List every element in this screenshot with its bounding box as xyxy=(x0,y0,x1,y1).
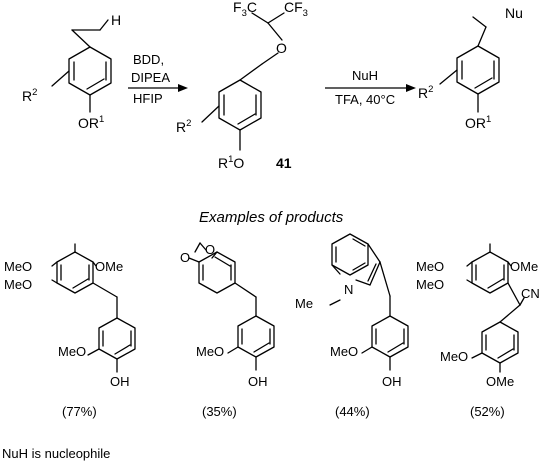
example-4-label-3: MeO xyxy=(416,277,444,292)
or1-label: OR1 xyxy=(78,114,104,131)
example-3-label-1: N xyxy=(344,282,353,297)
example-2-label-2: O xyxy=(205,242,215,257)
product: Nu R2 OR1 xyxy=(418,5,523,131)
example-4-label-4: CN xyxy=(521,286,540,301)
intermediate-bonds xyxy=(201,12,285,151)
example-4-yield: (52%) xyxy=(470,404,505,419)
r2-label: R2 xyxy=(22,87,37,104)
example-2-bonds xyxy=(188,242,275,371)
nu-label: Nu xyxy=(505,5,523,21)
reagent-hfip: HFIP xyxy=(133,91,163,106)
compound-number: 41 xyxy=(276,155,292,171)
example-1-yield: (77%) xyxy=(62,404,97,419)
example-4-label-5: MeO xyxy=(440,349,468,364)
example-2-label-4: OH xyxy=(248,374,268,389)
example-4-bonds xyxy=(466,243,525,373)
product-r2-label: R2 xyxy=(418,84,433,101)
example-1-label-3: MeO xyxy=(4,277,32,292)
footnote: NuH is nucleophile xyxy=(2,446,110,461)
example-3-bonds xyxy=(329,233,409,371)
example-4: MeO OMe MeO CN MeO OMe (52%) xyxy=(416,243,540,419)
intermediate-r2-label: R2 xyxy=(176,118,191,135)
example-4-label-6: OMe xyxy=(486,374,514,389)
f3c-label: F3C xyxy=(233,0,257,19)
example-3-label-2: Me xyxy=(295,296,313,311)
example-3-label-3: MeO xyxy=(330,344,358,359)
hydrogen-label: H xyxy=(111,12,121,28)
reaction-arrow-1 xyxy=(128,84,188,92)
example-1-bonds xyxy=(51,243,136,373)
example-3-yield: (44%) xyxy=(335,404,370,419)
reagent-nuh: NuH xyxy=(352,68,378,83)
example-2-label-3: MeO xyxy=(196,344,224,359)
intermediate-41: F3C CF3 O R2 R1O 41 xyxy=(176,0,308,171)
example-1-label-1: MeO xyxy=(4,259,32,274)
example-4-label-2: OMe xyxy=(510,259,538,274)
intermediate-r1o-label: R1O xyxy=(218,154,244,171)
example-1: MeO OMe MeO MeO OH (77%) xyxy=(4,243,136,419)
example-1-label-4: MeO xyxy=(58,344,86,359)
example-2: O O MeO OH (35%) xyxy=(180,242,275,419)
example-3-label-4: OH xyxy=(382,374,402,389)
example-1-label-2: OMe xyxy=(95,259,123,274)
reagent-tfa: TFA, 40°C xyxy=(335,92,395,107)
reaction-arrow-2 xyxy=(325,84,416,92)
starting-material-bonds xyxy=(51,19,112,113)
reagent-dipea: DIPEA xyxy=(131,70,170,85)
starting-material: H R2 OR1 xyxy=(22,12,121,131)
example-2-label-1: O xyxy=(180,250,190,265)
example-4-label-1: MeO xyxy=(416,259,444,274)
product-or1-label: OR1 xyxy=(465,114,491,131)
example-3: N Me MeO OH (44%) xyxy=(295,233,409,419)
ether-oxygen-label: O xyxy=(276,40,287,56)
reagent-bdd: BDD, xyxy=(133,52,164,67)
example-1-label-5: OH xyxy=(110,374,130,389)
cf3-label: CF3 xyxy=(284,0,308,19)
product-bonds xyxy=(439,16,500,113)
examples-title: Examples of products xyxy=(199,209,344,226)
example-2-yield: (35%) xyxy=(202,404,237,419)
